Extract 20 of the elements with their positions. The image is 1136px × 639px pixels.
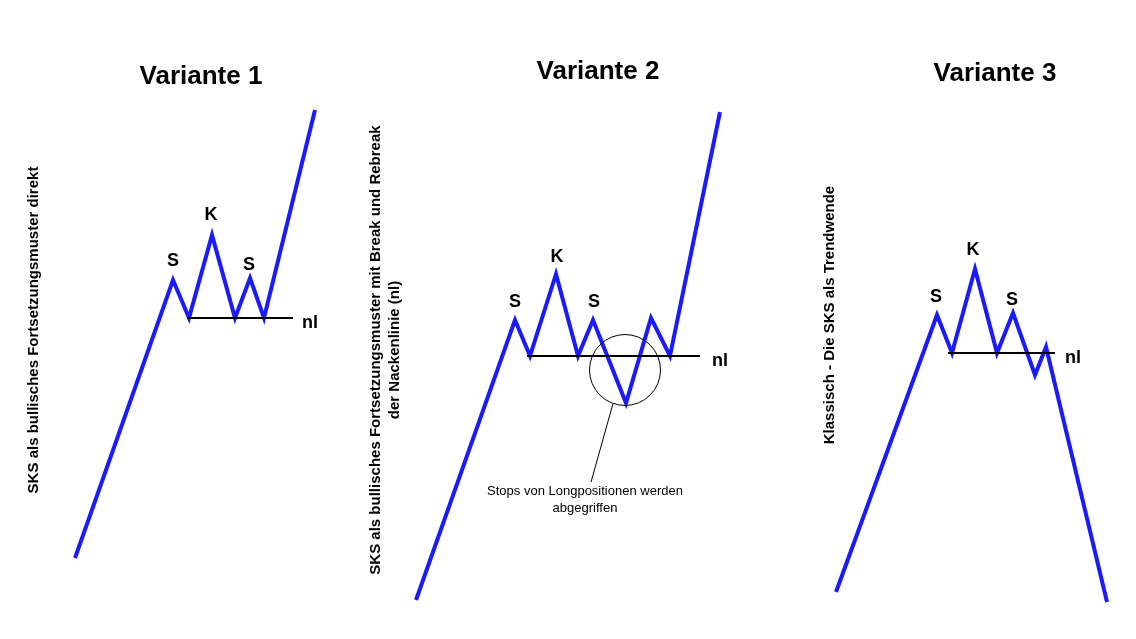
pattern-label: S	[167, 251, 179, 269]
pattern-label: S	[930, 287, 942, 305]
vertical-caption: Klassisch - Die SKS als Trendwende	[818, 185, 838, 445]
pattern-label: S	[509, 292, 521, 310]
pattern-label: nl	[302, 313, 318, 331]
pattern-label: K	[550, 247, 564, 265]
pattern-label: nl	[712, 351, 728, 369]
variant-title: Variante 3	[933, 59, 1057, 85]
leader-line	[590, 403, 614, 483]
variant-title: Variante 1	[139, 62, 263, 88]
pattern-label: K	[204, 205, 218, 223]
vertical-caption: SKS als bullisches Fortsetzungsmuster direkt	[22, 166, 42, 494]
annotation-text: Stops von Longpositionen werden abgegriffen	[480, 482, 690, 522]
variant-title: Variante 2	[536, 57, 660, 83]
pattern-label: S	[1006, 290, 1018, 308]
pattern-label: S	[243, 255, 255, 273]
pattern-label: nl	[1065, 348, 1081, 366]
pattern-label: K	[966, 240, 980, 258]
pattern-label: S	[588, 292, 600, 310]
vertical-caption: SKS als bullisches Fortsetzungsmuster mit Break und Rebreak der Nackenlinie (nl)	[365, 124, 403, 577]
